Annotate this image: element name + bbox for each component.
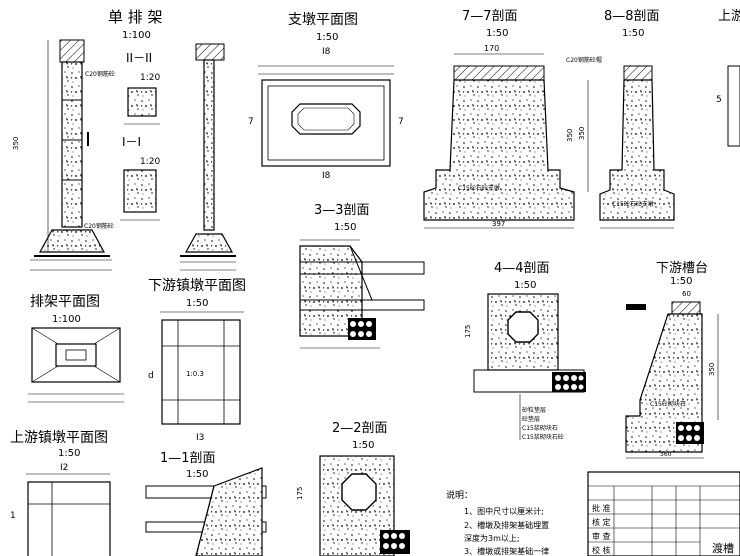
section-8-8: 8—8剖面 1:50 C20钢筋砼帽 C15砼石砼支墩 350 xyxy=(566,9,675,229)
pier-plan-scale: 1:50 xyxy=(316,32,338,43)
sec44-scale: 1:50 xyxy=(514,280,536,291)
section-1-1: 1—1剖面 1:50 xyxy=(145,451,267,556)
sec44-note-1: 砼垫层 xyxy=(522,415,540,423)
sec88-scale: 1:50 xyxy=(622,28,644,39)
down-trough-base: 360 xyxy=(660,451,672,458)
title-block: 批 准 核 定 审 查 校 核 渡槽 xyxy=(587,471,740,556)
up-anchor-num: I2 xyxy=(60,463,68,473)
section-2-2: 2—2剖面 1:50 175 xyxy=(296,421,410,556)
upstream-cut-view: 上游 5 xyxy=(716,9,740,147)
sec77-width: 170 xyxy=(484,44,499,53)
sec88-top: C20钢筋砼帽 xyxy=(566,56,602,64)
notes-item-2: 深度为3m以上; xyxy=(464,533,520,543)
sec22-stones xyxy=(380,530,410,554)
sec77-scale: 1:50 xyxy=(486,28,508,39)
pier-plan-title: 支墩平面图 xyxy=(288,12,358,28)
tb-project: 渡槽 xyxy=(712,541,734,555)
sec77-height: 350 xyxy=(578,127,586,140)
sec-II-title: II－II xyxy=(126,51,152,65)
sec77-base: 397 xyxy=(492,220,505,228)
sec33-scale: 1:50 xyxy=(334,222,356,233)
sec33-title: 3—3剖面 xyxy=(314,203,370,218)
down-anchor-title: 下游镇墩平面图 xyxy=(148,278,246,294)
up-cut-title: 上游 xyxy=(718,9,740,24)
up-anchor-title: 上游镇墩平面图 xyxy=(10,430,108,446)
sec44-title: 4—4剖面 xyxy=(494,261,550,276)
sec33-stones xyxy=(348,318,376,340)
tb-row-0: 批 准 xyxy=(592,503,611,513)
up-cut-num: 5 xyxy=(716,95,722,105)
section-4-4: 4—4剖面 1:50 175 砂粒垫层 砼垫层 C15浆砌块石 C15浆砌块石砼 xyxy=(464,261,586,441)
down-trough-stones xyxy=(676,422,704,444)
frame-note-bottom: C20钢筋砼 xyxy=(84,222,114,230)
sec11-title: 1—1剖面 xyxy=(160,451,216,466)
up-anchor-side: 1 xyxy=(10,511,16,521)
down-anchor-center: 1:0.3 xyxy=(186,370,204,378)
sec77-note: C15砼石砼支墩 xyxy=(458,184,500,192)
sec-I-scale: 1:20 xyxy=(140,157,160,167)
frame-side-elevation xyxy=(180,43,236,271)
down-anchor-scale: 1:50 xyxy=(186,298,208,309)
sec22-title: 2—2剖面 xyxy=(332,421,388,436)
tb-row-1: 核 定 xyxy=(592,517,611,527)
sec44-note-3: C15浆砌块石砼 xyxy=(522,433,564,441)
single-frame-scale: 1:100 xyxy=(122,30,151,41)
notes-title: 说明： xyxy=(446,489,473,501)
sec88-note: C15砼石砼支墩 xyxy=(612,200,654,208)
single-frame-title: 单 排 架 xyxy=(108,8,163,26)
down-trough-note: C15砼砌块石 xyxy=(650,400,686,408)
pier-plan-bottom-num: I8 xyxy=(322,171,331,181)
pier-plan-view: 支墩平面图 1:50 I8 7 7 I8 xyxy=(248,12,404,181)
sec22-height: 175 xyxy=(296,487,304,500)
notes-item-3: 3、槽墩或排架基础一律 xyxy=(464,546,549,556)
down-anchor-side: d xyxy=(148,371,154,381)
down-trough-scale: 1:50 xyxy=(670,276,692,287)
notes-item-1: 2、槽墩及排架基础埋置 xyxy=(464,520,549,530)
sec44-stones xyxy=(552,372,586,392)
sec-I-title: I－I xyxy=(122,135,141,149)
pier-plan-side-r: 7 xyxy=(398,117,404,127)
down-trough-title: 下游槽台 xyxy=(656,261,708,276)
section-7-7: 7—7剖面 1:50 170 C15砼石砼支墩 397 350 xyxy=(423,9,589,229)
sec88-title: 8—8剖面 xyxy=(604,9,660,24)
tb-row-3: 校 核 xyxy=(592,545,611,555)
down-trough-top: 60 xyxy=(682,290,691,298)
sec77-title: 7—7剖面 xyxy=(462,9,518,24)
section-3-3: 3—3剖面 1:50 xyxy=(299,203,425,349)
notes-item-0: 1、图中尺寸以厘米计; xyxy=(464,506,544,516)
single-frame-view: 单 排 架 1:100 350 C20钢筋砼 C20钢筋砼 xyxy=(12,8,163,271)
tb-row-2: 审 查 xyxy=(592,531,611,541)
downstream-anchor-plan: 下游镇墩平面图 1:50 1:0.3 d I3 xyxy=(148,278,246,443)
sec88-height: 350 xyxy=(566,129,574,142)
sec-II-scale: 1:20 xyxy=(140,73,160,83)
sec11-scale: 1:50 xyxy=(186,469,208,480)
frame-plan-view: 排架平面图 1:100 xyxy=(28,294,124,403)
section-II-I: II－II 1:20 I－I 1:20 xyxy=(120,51,160,221)
sec44-height: 175 xyxy=(464,325,472,338)
notes-block: 说明： 1、图中尺寸以厘米计; 2、槽墩及排架基础埋置 深度为3m以上; 3、槽… xyxy=(446,489,549,556)
down-anchor-num: I3 xyxy=(196,433,204,443)
up-anchor-scale: 1:50 xyxy=(58,448,80,459)
sec44-note-0: 砂粒垫层 xyxy=(522,406,546,414)
sec22-scale: 1:50 xyxy=(352,440,374,451)
sec44-note-2: C15浆砌块石 xyxy=(522,424,558,432)
downstream-trough-abutment: 下游槽台 1:50 60 C15砼砌块石 360 350 xyxy=(625,261,719,459)
frame-plan-title: 排架平面图 xyxy=(30,294,100,310)
frame-total-label: 350 xyxy=(12,137,20,150)
frame-note-top: C20钢筋砼 xyxy=(85,70,115,78)
pier-plan-top-num: I8 xyxy=(322,47,331,57)
frame-plan-scale: 1:100 xyxy=(52,314,81,325)
upstream-anchor-plan: 上游镇墩平面图 1:50 I2 1 xyxy=(10,430,111,556)
down-trough-height: 350 xyxy=(708,363,716,376)
pier-plan-side: 7 xyxy=(248,117,254,127)
